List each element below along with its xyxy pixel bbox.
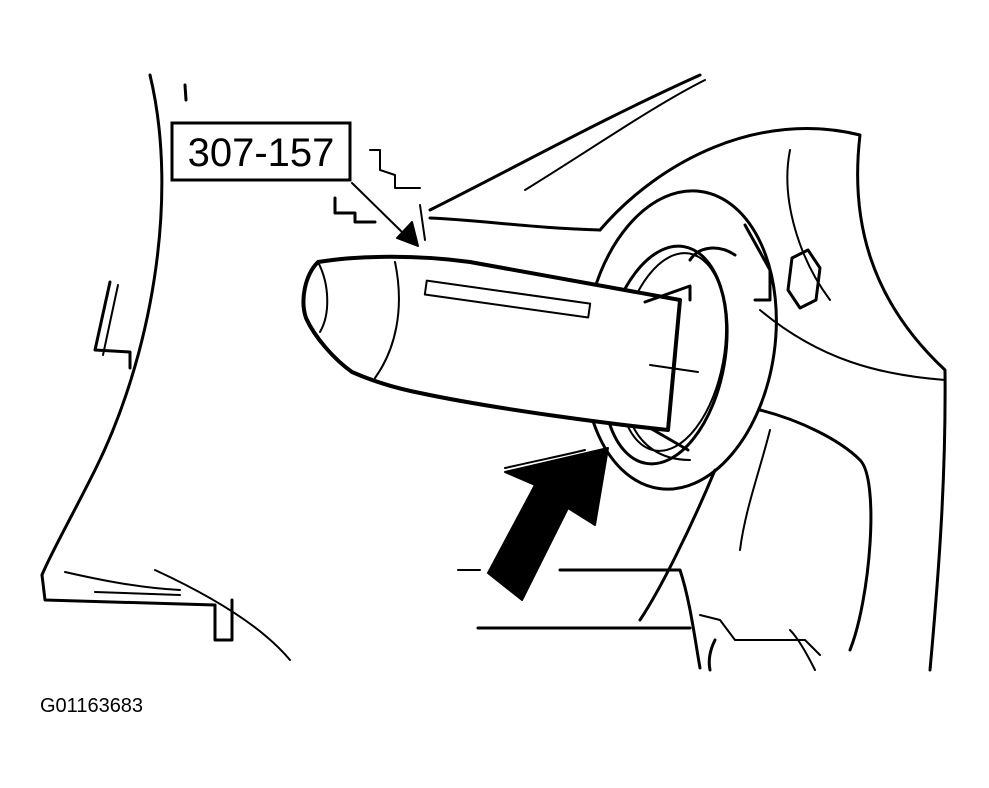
- upper-panel: [333, 73, 706, 241]
- housing-outline: [40, 73, 291, 661]
- tool-number-label: 307-157: [188, 131, 335, 175]
- direction-arrow-icon: [487, 447, 609, 601]
- callout-leader-arrow: [351, 182, 419, 247]
- figure-id: G01163683: [40, 695, 143, 717]
- lower-lines: [457, 449, 702, 670]
- special-tool: [301, 254, 699, 452]
- right-housing: [598, 126, 947, 672]
- tool-slot: [423, 279, 592, 319]
- hex-bolt: [786, 248, 822, 310]
- tool-callout: 307-157: [170, 121, 352, 182]
- callout-box: [170, 121, 352, 182]
